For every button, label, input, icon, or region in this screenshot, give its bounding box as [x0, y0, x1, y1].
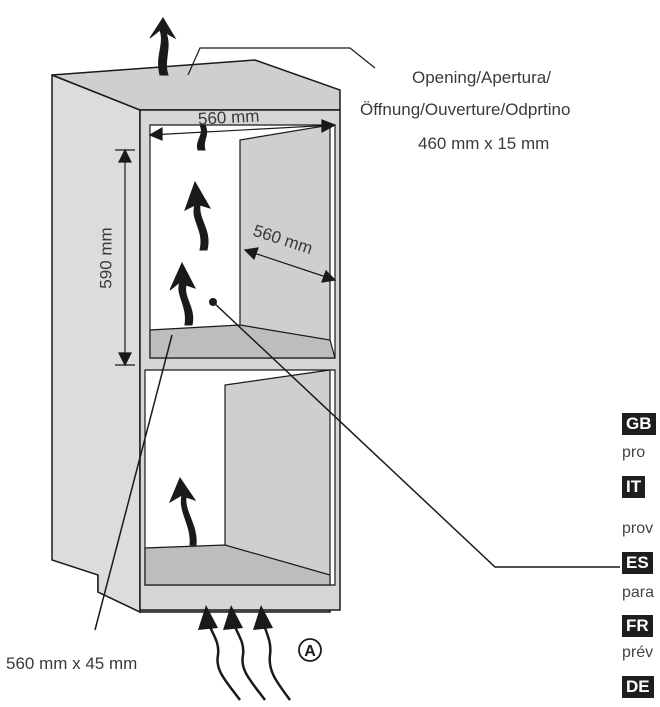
cabinet-top-panel [51, 59, 341, 111]
intake-arrowheads [198, 605, 273, 630]
lang-text-fr: prév [622, 644, 654, 661]
airflow-arrow-lower [168, 476, 197, 546]
lower-niche-floor [144, 544, 331, 586]
height-upper-label: 590 mm [96, 227, 116, 289]
lang-text-gb: pro [622, 444, 646, 461]
opening-size-label: 460 mm x 15 mm [418, 134, 550, 153]
marker-a-circle [298, 638, 322, 662]
dimension-height-upper [115, 148, 135, 367]
language-leader-line [212, 301, 620, 568]
lang-text-it: prov [622, 520, 654, 537]
intake-airflow [206, 619, 292, 701]
lang-badge-de: DE [622, 676, 654, 698]
airflow-arrow-upper-3 [169, 261, 197, 326]
marker-a: A [304, 643, 316, 660]
lang-text-es: para [622, 584, 655, 601]
opening-label-line1: Opening/Apertura/ [412, 68, 551, 87]
dimension-depth [243, 247, 337, 283]
airflow-arrow-upper-2 [184, 180, 212, 251]
lang-badge-gb: GB [622, 413, 656, 435]
opening-label-line2: Öffnung/Ouverture/Odprtino [360, 100, 571, 119]
airflow-arrows [149, 17, 212, 546]
lang-badge-es: ES [622, 552, 653, 574]
airflow-arrow-upper-1 [196, 124, 208, 151]
lang-badge-fr: FR [622, 615, 653, 637]
dimension-width-top [148, 119, 337, 141]
upper-niche-floor [149, 324, 336, 359]
lang-badge-it: IT [622, 476, 646, 498]
bottom-opening-leader [94, 334, 173, 631]
bottom-opening-label: 560 mm x 45 mm [6, 654, 138, 673]
opening-leader-line [187, 47, 376, 76]
airflow-arrow-top [149, 17, 177, 76]
width-top-label: 560 mm [197, 106, 260, 129]
